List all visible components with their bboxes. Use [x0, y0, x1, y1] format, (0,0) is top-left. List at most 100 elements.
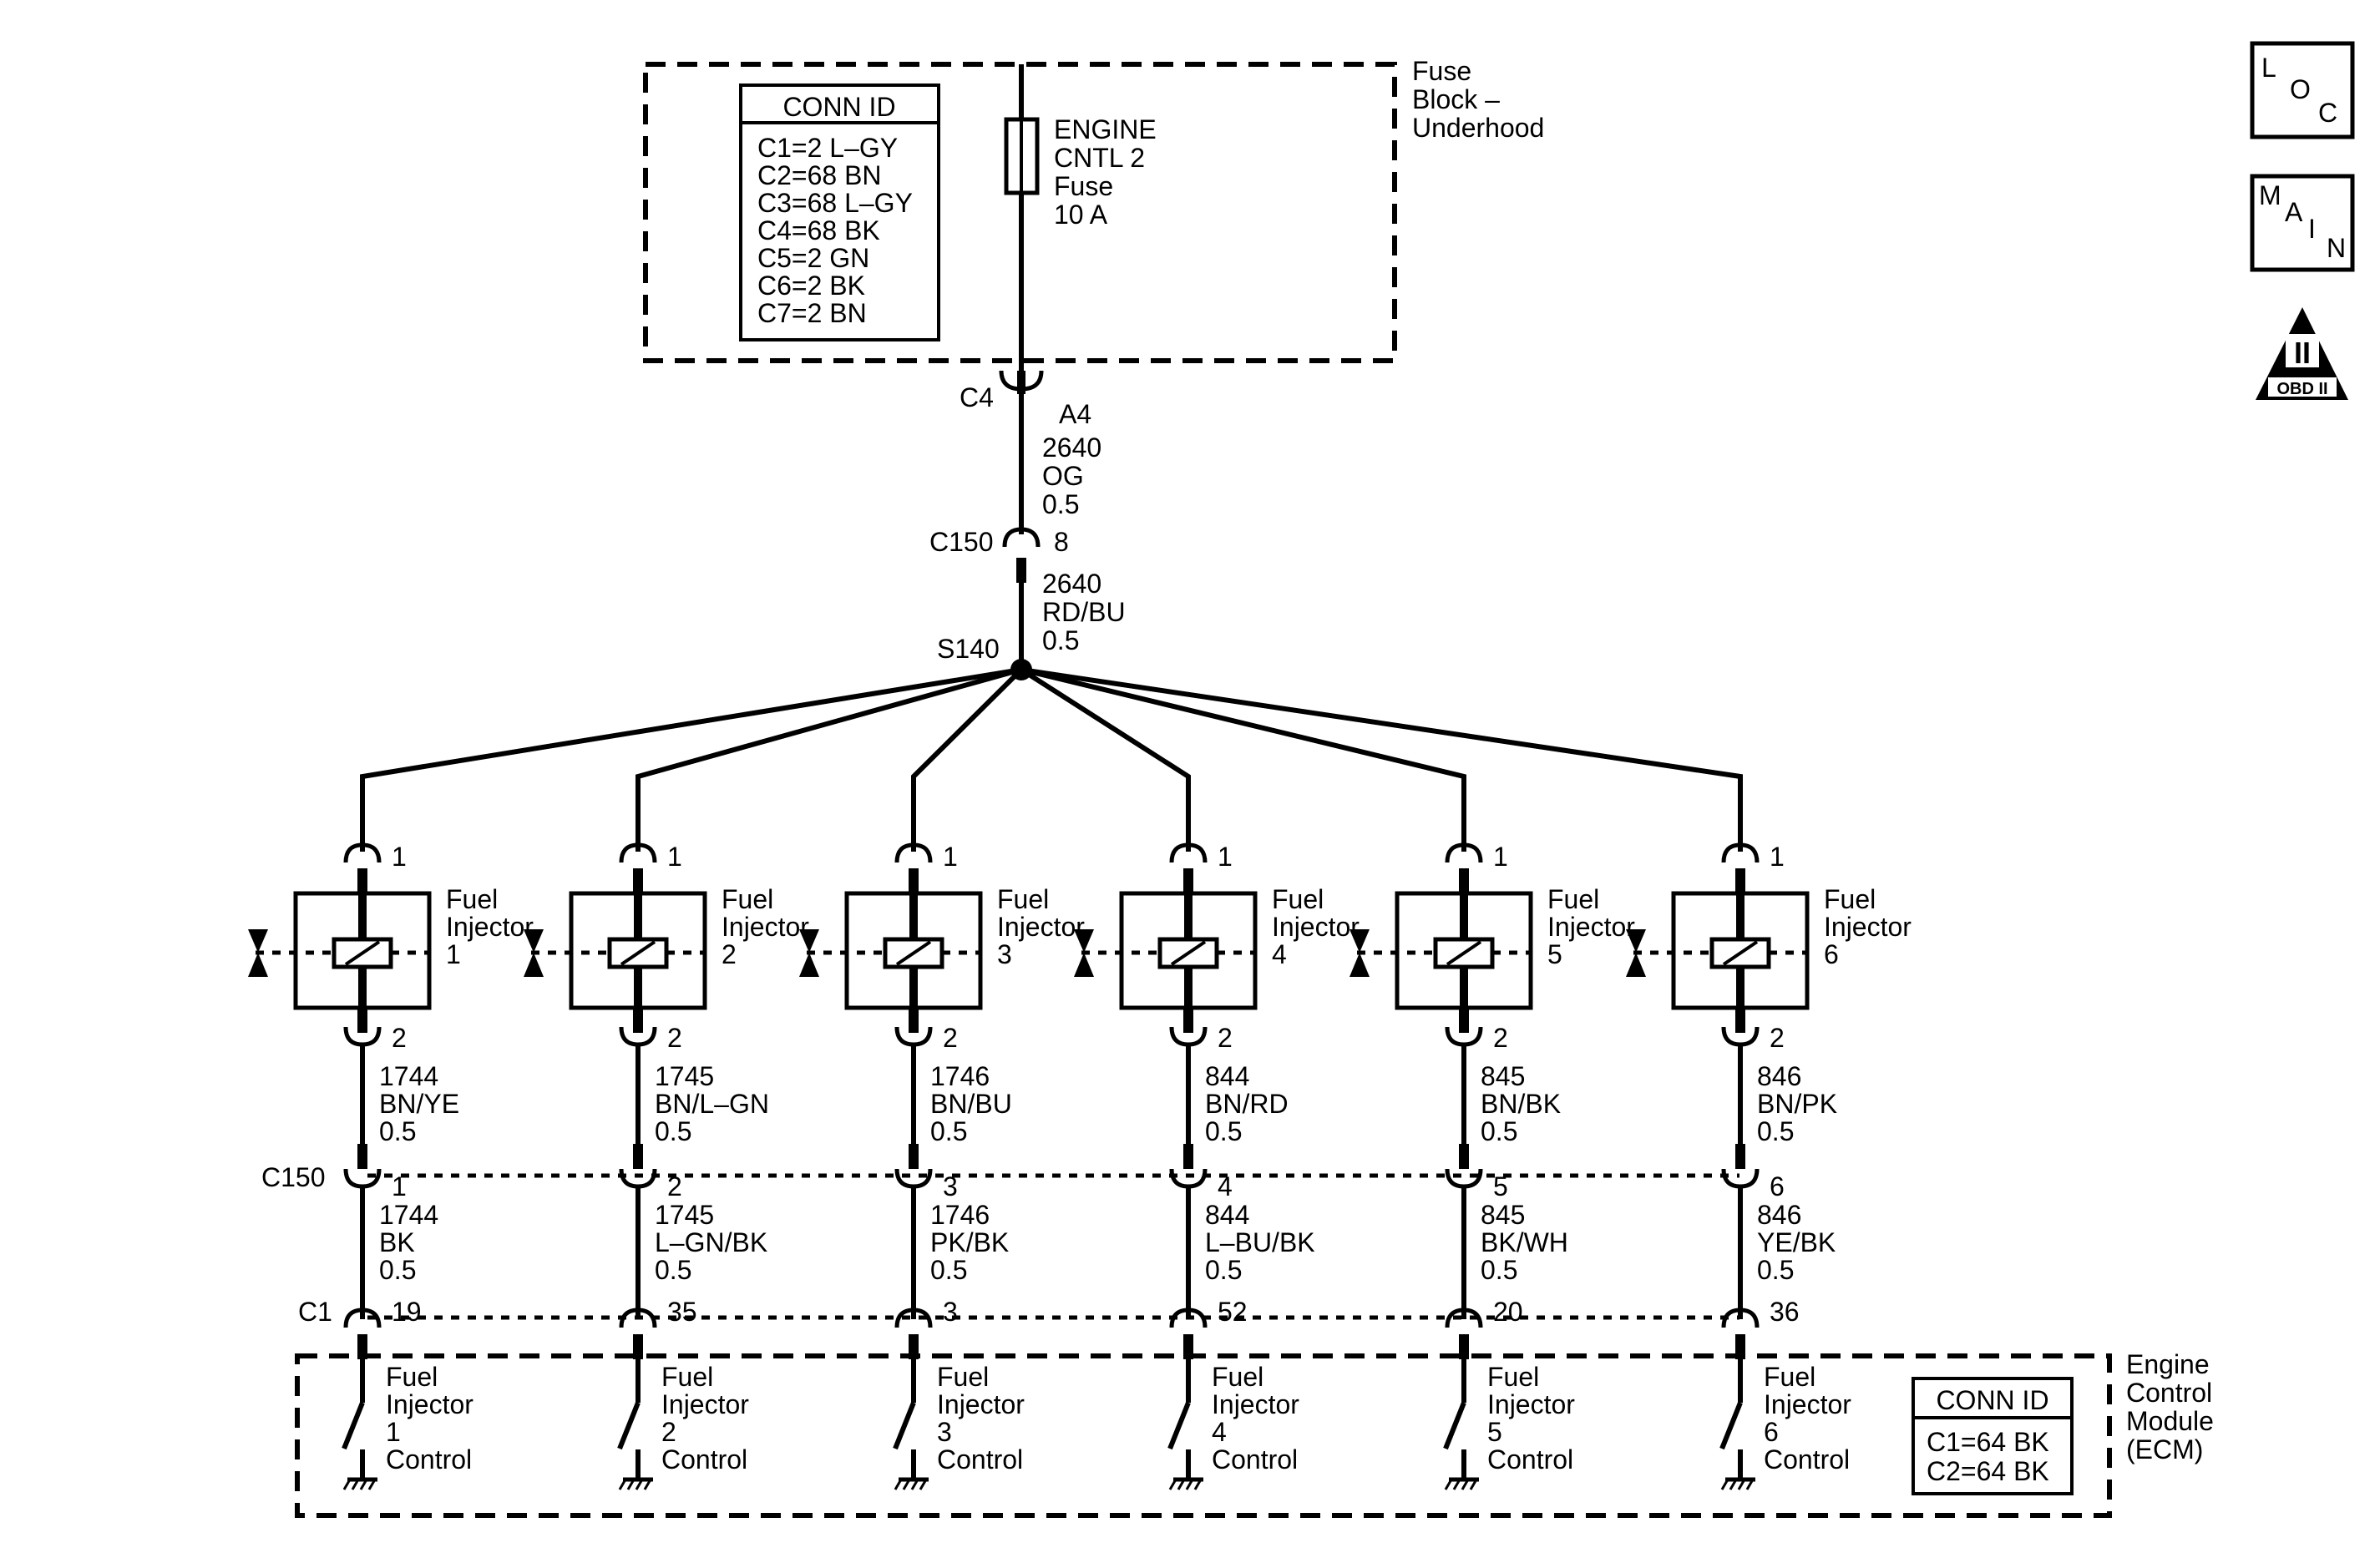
main-letter-i: I: [2308, 214, 2316, 244]
loc-button[interactable]: L O C: [2250, 41, 2355, 139]
injector-3-pin1-connector: [894, 842, 933, 863]
conn-id-list: C1=2 L–GY C2=68 BN C3=68 L–GY C4=68 BK C…: [757, 133, 919, 328]
injector-5-feed-wire: [1020, 667, 1466, 852]
injector-1-feed-wire: [360, 667, 1022, 852]
injector-4-driver-switch-icon: [1167, 1401, 1191, 1450]
injector-3-pin2-label: 2: [943, 1023, 958, 1053]
injector-5-pin1-label: 1: [1493, 842, 1508, 872]
feed-circuit: C4 A4 2640 OG 0.5 C150 8 2640 RD/BU 0.5 …: [929, 361, 1132, 680]
ecm-conn-id-title: CONN ID: [1936, 1385, 2048, 1415]
injector-3-shield-marker: [799, 929, 819, 953]
ecm-boundary: [295, 1353, 2112, 1518]
c150-row-label: C150: [261, 1162, 326, 1192]
injector-2-pin1-label: 1: [667, 842, 682, 872]
injector-5-c1-pin: 20: [1493, 1297, 1523, 1327]
injector-2-pin1-connector: [619, 842, 657, 863]
injector-1-shield-marker: [248, 929, 268, 953]
injector-2-c150-pin: 2: [667, 1171, 682, 1201]
feed-wire-upper-label: 2640 OG 0.5: [1042, 432, 1109, 519]
injector-6-shield-marker: [1626, 929, 1646, 953]
injector-5-pin2-label: 2: [1493, 1023, 1508, 1053]
injector-5-driver-switch-icon: [1443, 1401, 1466, 1450]
injector-1-c1-connector: [343, 1308, 382, 1328]
injector-6-c150-pin: 6: [1770, 1171, 1785, 1201]
injector-6-pin2-label: 2: [1770, 1023, 1785, 1053]
injector-2-driver-switch-icon: [617, 1401, 641, 1450]
injector-4-pin1-label: 1: [1218, 842, 1233, 872]
injector-3-driver-switch-icon: [893, 1401, 916, 1450]
injector-6-pin1-label: 1: [1770, 842, 1785, 872]
c150-feed-label: C150: [929, 527, 994, 557]
injector-2-feed-wire: [636, 667, 1022, 852]
ecm-name: Engine Control Module (ECM): [2126, 1349, 2221, 1464]
injector-6-pin1-connector: [1721, 842, 1760, 863]
ecm-conn-id-table: CONN ID C1=64 BK C2=64 BK: [1912, 1377, 2074, 1495]
injector-4-pin1-connector: [1169, 842, 1208, 863]
main-letter-a: A: [2285, 197, 2303, 227]
injector-4-c1-pin: 52: [1218, 1297, 1248, 1327]
obd-ii-label: OBD II: [2276, 380, 2327, 398]
fuse-block-boundary: [643, 62, 1397, 363]
injector-3-c1-pin: 3: [943, 1297, 958, 1327]
injector-2-shield-marker: [524, 929, 544, 953]
injector-6-c1-pin: 36: [1770, 1297, 1800, 1327]
feed-wire-lower-label: 2640 RD/BU 0.5: [1042, 569, 1132, 655]
c150-feed-pin: 8: [1054, 527, 1069, 557]
injector-5-shield-marker: [1350, 929, 1370, 953]
engine-control-module: Engine Control Module (ECM) CONN ID C1=6…: [295, 1349, 2221, 1518]
c4-label: C4: [960, 382, 994, 412]
injector-4-pin2-label: 2: [1218, 1023, 1233, 1053]
c150-feed-connector-symbol: [1002, 527, 1041, 548]
fuse-label: ENGINE CNTL 2 Fuse 10 A: [1054, 114, 1164, 230]
injector-1-pin1-label: 1: [392, 842, 407, 872]
injector-1-c150-pin: 1: [392, 1171, 407, 1201]
conn-id-title: CONN ID: [782, 92, 895, 122]
injector-1-c1-pin: 19: [392, 1297, 422, 1327]
obd-ii-button[interactable]: II OBD II: [2256, 307, 2348, 400]
loc-letter-l: L: [2261, 53, 2276, 83]
main-button[interactable]: M A I N: [2250, 174, 2355, 272]
injector-3-c1-connector: [894, 1308, 933, 1328]
injector-5-pin1-connector: [1445, 842, 1483, 863]
c1-row-label: C1: [298, 1297, 332, 1327]
obd-ii-numeral: II: [2294, 336, 2311, 370]
loc-letter-c: C: [2318, 98, 2337, 128]
main-letter-m: M: [2259, 180, 2281, 210]
injector-4-shield-marker: [1074, 929, 1094, 953]
fuse-block-conn-id-table: CONN ID C1=2 L–GY C2=68 BN C3=68 L–GY C4…: [739, 83, 940, 341]
injector-5-c150-pin: 5: [1493, 1171, 1508, 1201]
engine-cntl-2-fuse: ENGINE CNTL 2 Fuse 10 A: [1004, 64, 1164, 361]
injector-3-c150-pin: 3: [943, 1171, 958, 1201]
main-letter-n: N: [2327, 233, 2346, 263]
injector-6-driver-switch-icon: [1719, 1401, 1743, 1450]
fuse-block-name: Fuse Block – Underhood: [1412, 56, 1544, 143]
s140-label: S140: [937, 634, 1000, 664]
loc-letter-o: O: [2290, 74, 2311, 104]
injector-1-pin2-label: 2: [392, 1023, 407, 1053]
